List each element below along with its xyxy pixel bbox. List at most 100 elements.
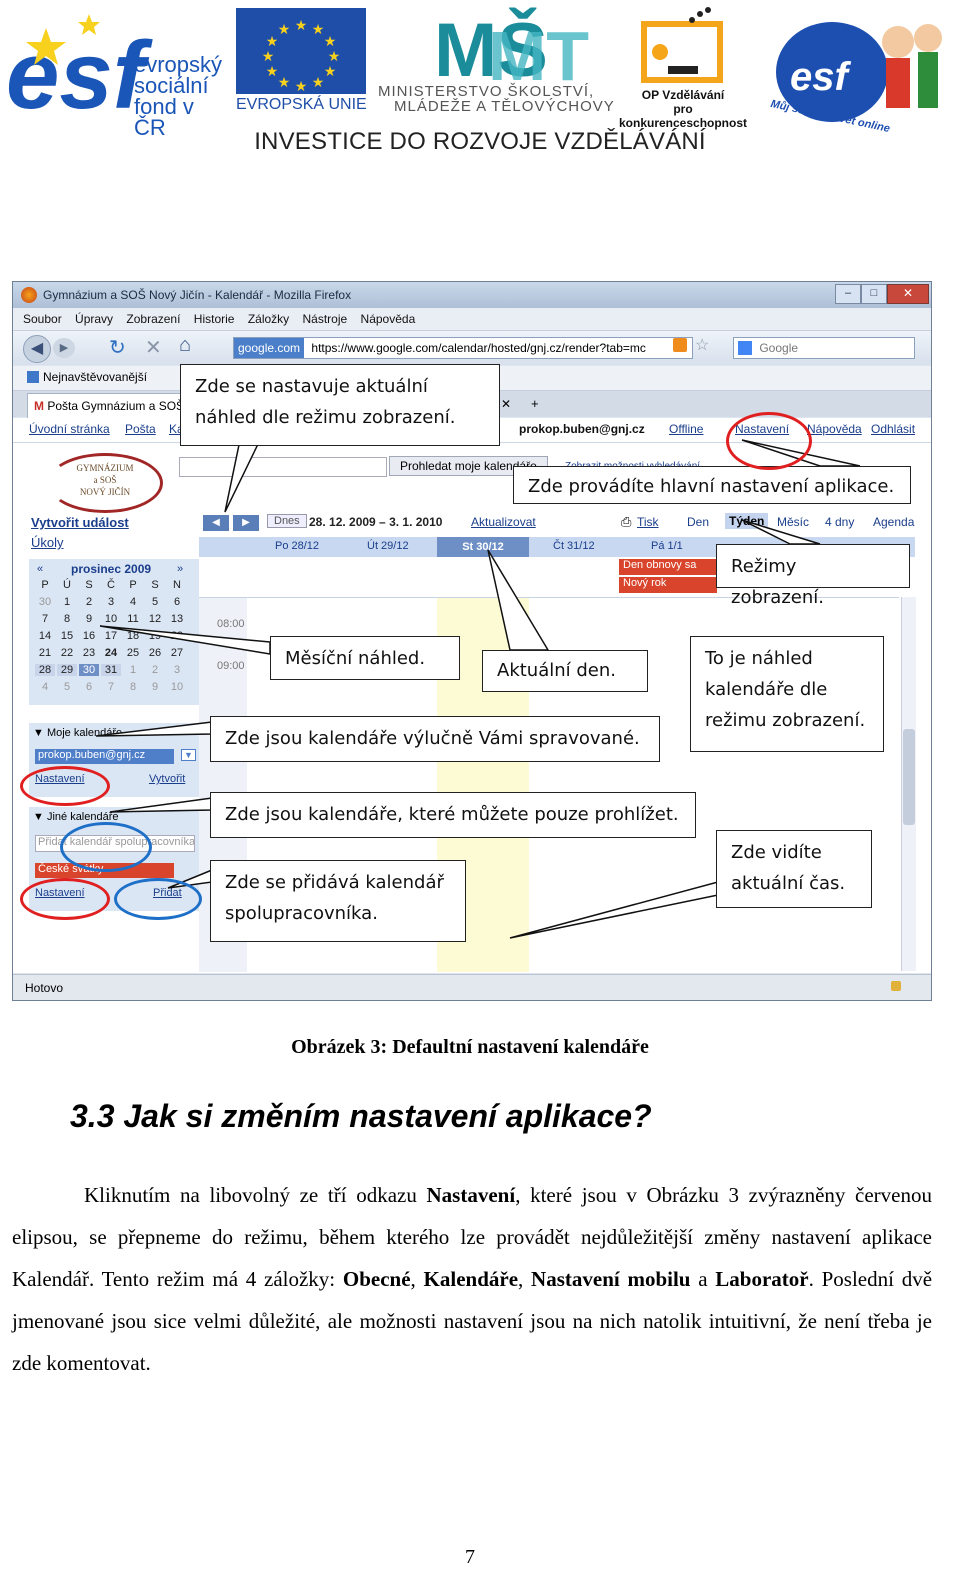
- mini-next-icon[interactable]: »: [177, 563, 184, 575]
- mini-day-cell[interactable]: 24: [104, 647, 118, 659]
- mini-day-cell[interactable]: 15: [60, 630, 74, 642]
- mini-day-cell[interactable]: 10: [170, 681, 184, 693]
- day-header[interactable]: Út 29/12: [367, 540, 409, 552]
- mini-day-cell[interactable]: 7: [107, 681, 115, 693]
- mini-day-cell[interactable]: 18: [126, 630, 140, 642]
- scrollbar[interactable]: [901, 597, 916, 971]
- day-header[interactable]: Pá 1/1: [651, 540, 683, 552]
- mini-day-cell[interactable]: 30: [79, 664, 99, 676]
- mini-day-cell[interactable]: 13: [170, 613, 184, 625]
- menu-napoveda[interactable]: Nápověda: [360, 312, 416, 326]
- mini-day-cell[interactable]: 30: [38, 596, 52, 608]
- mini-day-cell[interactable]: 6: [173, 596, 181, 608]
- logout-link[interactable]: Odhlásit: [871, 422, 916, 436]
- mini-day-cell[interactable]: 9: [151, 681, 159, 693]
- mini-day-cell[interactable]: 21: [38, 647, 52, 659]
- menu-upravy[interactable]: Úpravy: [75, 312, 114, 326]
- offline-link[interactable]: Offline: [669, 422, 704, 436]
- search-input[interactable]: Google: [733, 337, 915, 359]
- help-link[interactable]: Nápověda: [807, 422, 862, 436]
- day-header-today[interactable]: St 30/12: [437, 537, 529, 557]
- mini-day-cell[interactable]: 8: [129, 681, 137, 693]
- create-event-link[interactable]: Vytvořit událost: [31, 515, 129, 530]
- mini-day-cell[interactable]: 16: [82, 630, 96, 642]
- gbar-home[interactable]: Úvodní stránka: [29, 422, 110, 436]
- mini-day-cell[interactable]: 19: [148, 630, 162, 642]
- prev-period-button[interactable]: ◀: [203, 515, 229, 531]
- mini-day-cell[interactable]: 2: [85, 596, 93, 608]
- mini-day-cell[interactable]: 22: [60, 647, 74, 659]
- tasks-link[interactable]: Úkoly: [31, 535, 64, 550]
- view-agenda-tab[interactable]: Agenda: [873, 515, 915, 529]
- menu-historie[interactable]: Historie: [193, 312, 235, 326]
- mini-day-cell[interactable]: 23: [82, 647, 96, 659]
- maximize-button[interactable]: □: [861, 284, 887, 304]
- day-header[interactable]: Po 28/12: [275, 540, 320, 552]
- bookmark-star-icon[interactable]: ☆: [695, 337, 710, 354]
- stop-icon[interactable]: ✕: [145, 337, 162, 359]
- minimize-button[interactable]: –: [835, 284, 861, 304]
- scrollbar-thumb[interactable]: [903, 729, 915, 825]
- mini-day-cell[interactable]: 1: [129, 664, 137, 676]
- calendar-search-button[interactable]: Prohledat moje kalendáře: [389, 456, 548, 476]
- mini-day-cell[interactable]: 20: [170, 630, 184, 642]
- mini-day-cell[interactable]: 7: [41, 613, 49, 625]
- print-icon[interactable]: ⎙: [621, 514, 632, 529]
- day-header[interactable]: Čt 31/12: [553, 540, 595, 552]
- mini-day-cell[interactable]: 27: [170, 647, 184, 659]
- menu-zobrazeni[interactable]: Zobrazení: [126, 312, 181, 326]
- mini-day-cell[interactable]: 8: [63, 613, 71, 625]
- mini-day-cell[interactable]: 17: [104, 630, 118, 642]
- new-tab-icon[interactable]: +: [531, 396, 539, 411]
- menu-zalozky[interactable]: Záložky: [247, 312, 290, 326]
- mini-day-cell[interactable]: 9: [85, 613, 93, 625]
- forward-button[interactable]: ▶: [53, 338, 75, 358]
- gbar-mail[interactable]: Pošta: [125, 422, 156, 436]
- mini-day-cell[interactable]: 6: [85, 681, 93, 693]
- next-period-button[interactable]: ▶: [233, 515, 259, 531]
- event-chip[interactable]: Nový rok: [619, 577, 717, 593]
- my-calendars-create-link[interactable]: Vytvořit: [149, 773, 186, 785]
- my-calendar-dropdown-icon[interactable]: ▼: [181, 749, 196, 761]
- print-link[interactable]: Tisk: [637, 515, 659, 529]
- mini-day-cell[interactable]: 28: [35, 664, 55, 676]
- mini-day-cell[interactable]: 26: [148, 647, 162, 659]
- reload-icon[interactable]: ↻: [109, 337, 126, 359]
- view-week-tab[interactable]: Týden: [725, 513, 769, 529]
- view-day-tab[interactable]: Den: [687, 515, 710, 529]
- mini-day-cell[interactable]: 5: [63, 681, 71, 693]
- calendar-search-input[interactable]: [179, 457, 387, 477]
- view-4days-tab[interactable]: 4 dny: [825, 515, 855, 529]
- refresh-link[interactable]: Aktualizovat: [471, 515, 536, 529]
- mini-day-cell[interactable]: 5: [151, 596, 159, 608]
- mini-day-cell[interactable]: 4: [41, 681, 49, 693]
- url-bar[interactable]: google.com https://www.google.com/calend…: [233, 337, 693, 359]
- view-month-tab[interactable]: Měsíc: [777, 515, 810, 529]
- mini-day-cell[interactable]: 3: [107, 596, 115, 608]
- menu-nastroje[interactable]: Nástroje: [302, 312, 348, 326]
- mini-day-cell[interactable]: 10: [104, 613, 118, 625]
- mini-day-cell[interactable]: 11: [127, 613, 139, 625]
- today-button[interactable]: Dnes: [267, 514, 307, 528]
- tab-mail[interactable]: M Pošta Gymnázium a SOŠ: [27, 393, 191, 418]
- mini-day-cell[interactable]: 12: [148, 613, 162, 625]
- home-icon[interactable]: ⌂: [179, 334, 192, 356]
- back-button[interactable]: ◀: [23, 335, 51, 363]
- menu-soubor[interactable]: Soubor: [23, 312, 62, 326]
- other-calendars-header[interactable]: ▼ Jiné kalendáře: [33, 811, 119, 823]
- rss-icon[interactable]: [673, 338, 687, 352]
- mini-day-cell[interactable]: 1: [63, 596, 71, 608]
- mini-day-cell[interactable]: 3: [173, 664, 181, 676]
- bookmark-most-visited[interactable]: Nejnavštěvovanější: [43, 370, 148, 384]
- close-button[interactable]: ✕: [887, 284, 929, 304]
- mini-day-cell[interactable]: 4: [129, 596, 137, 608]
- mini-day-cell[interactable]: 29: [57, 664, 77, 676]
- mini-day-cell[interactable]: 2: [151, 664, 159, 676]
- mini-day-cell[interactable]: 25: [126, 647, 140, 659]
- mini-day-cell[interactable]: 14: [38, 630, 52, 642]
- event-chip[interactable]: Den obnovy sa: [619, 559, 717, 575]
- mini-prev-icon[interactable]: «: [37, 563, 44, 575]
- mini-day-cell[interactable]: 31: [101, 664, 121, 676]
- my-calendars-header[interactable]: ▼ Moje kalendáře: [33, 727, 122, 739]
- tab-close-icon[interactable]: ✕: [501, 397, 512, 411]
